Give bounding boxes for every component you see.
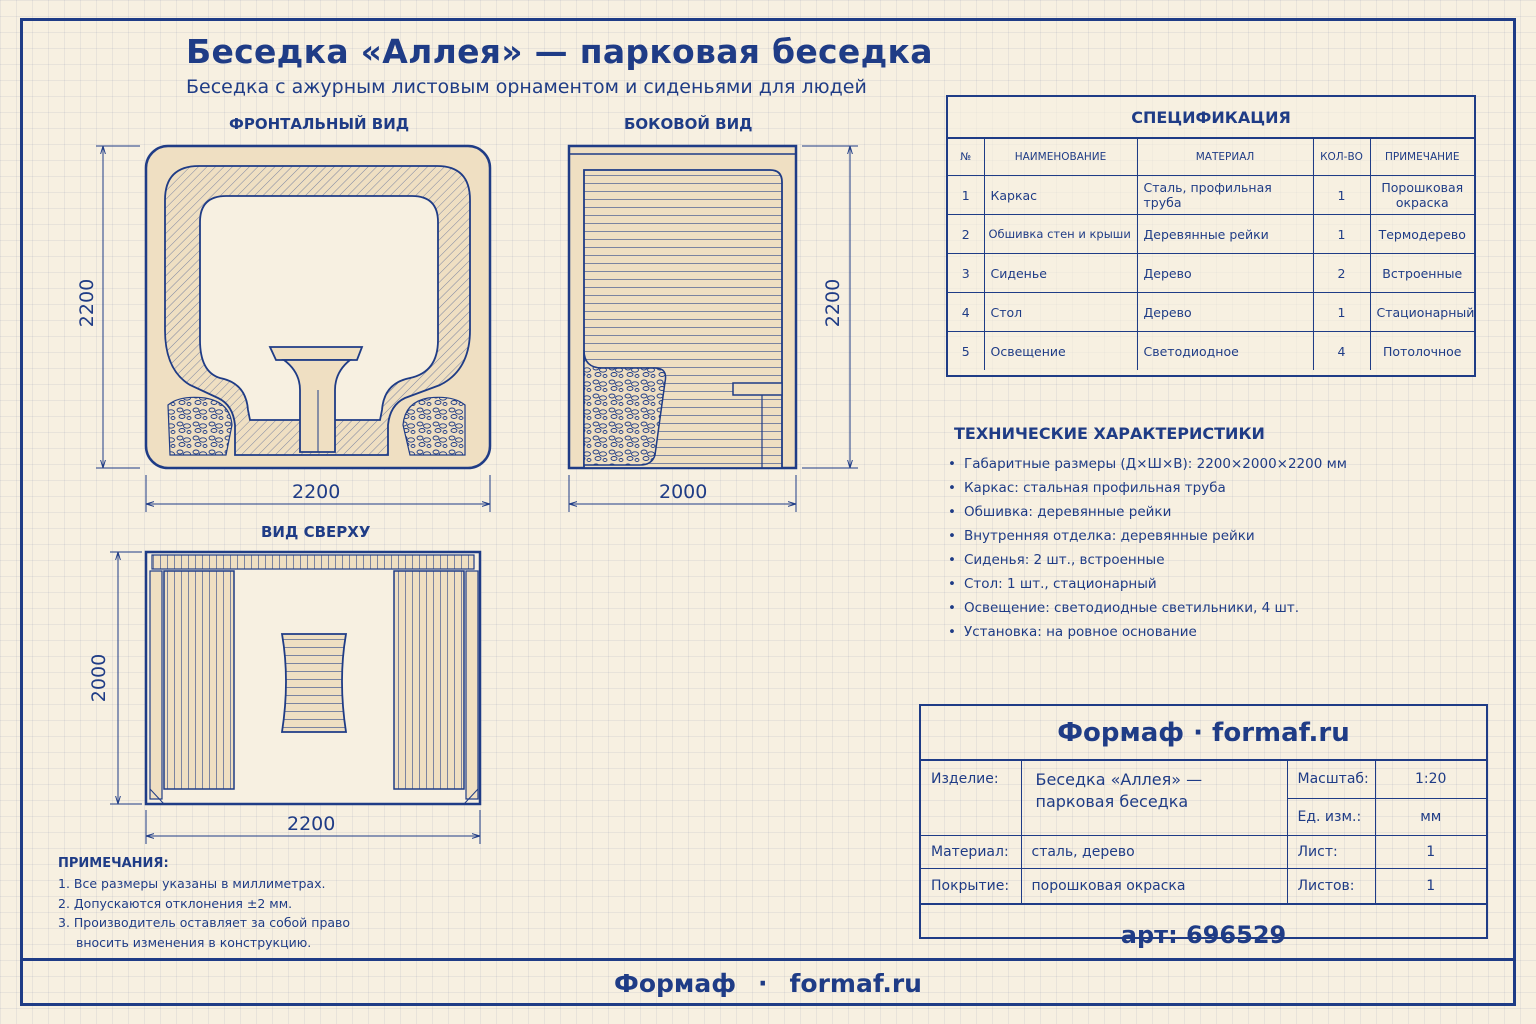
list-item: Сиденья: 2 шт., встроенные bbox=[948, 548, 1347, 572]
drawing-frame bbox=[20, 18, 1516, 1006]
table-row: 4 Стол Дерево 1 Стационарный bbox=[948, 292, 1474, 332]
spec-cell: Порошковая окраска bbox=[1369, 175, 1474, 215]
front-view-drawing bbox=[144, 144, 492, 470]
material-value: сталь, дерево bbox=[1020, 835, 1288, 869]
spec-cell: Деревянные рейки bbox=[1136, 214, 1314, 254]
spec-cell: 2 bbox=[1312, 253, 1371, 293]
footer-separator: · bbox=[758, 969, 768, 998]
note-item: 3. Производитель оставляет за собой прав… bbox=[58, 915, 351, 930]
material-label: Материал: bbox=[921, 835, 1022, 869]
scale-label: Масштаб: bbox=[1286, 760, 1376, 799]
footer-brand: Формаф · formaf.ru bbox=[20, 961, 1516, 1006]
note-item-continuation: вносить изменения в конструкцию. bbox=[76, 934, 312, 950]
specification-table: СПЕЦИФИКАЦИЯ № НАИМЕНОВАНИЕ МАТЕРИАЛ КОЛ… bbox=[946, 95, 1476, 377]
spec-cell: 1 bbox=[948, 175, 985, 215]
spec-grid: № НАИМЕНОВАНИЕ МАТЕРИАЛ КОЛ-ВО ПРИМЕЧАНИ… bbox=[948, 138, 1474, 370]
product-value: Беседка «Аллея» — парковая беседка bbox=[1020, 760, 1288, 836]
sheets-label: Листов: bbox=[1286, 868, 1376, 904]
top-view-label: ВИД СВЕРХУ bbox=[261, 523, 371, 541]
footer-site-link: formaf.ru bbox=[789, 969, 922, 998]
front-view-label: ФРОНТАЛЬНЫЙ ВИД bbox=[229, 115, 410, 133]
spec-col-header: ПРИМЕЧАНИЕ bbox=[1369, 138, 1474, 176]
spec-cell: Сиденье bbox=[983, 253, 1138, 293]
front-width-dim: 2200 bbox=[292, 481, 341, 503]
side-height-dim: 2200 bbox=[822, 278, 844, 328]
list-item: Освещение: светодиодные светильники, 4 ш… bbox=[948, 596, 1347, 620]
front-view-dimensions bbox=[96, 145, 491, 512]
side-view-drawing bbox=[567, 144, 798, 470]
page-subtitle: Беседка с ажурным листовым орнаментом и … bbox=[186, 76, 867, 98]
list-item: Обшивка: деревянные рейки bbox=[948, 500, 1347, 524]
spec-title: СПЕЦИФИКАЦИЯ bbox=[948, 97, 1474, 138]
title-block-grid: Изделие: Беседка «Аллея» — парковая бесе… bbox=[921, 760, 1486, 904]
spec-col-header: НАИМЕНОВАНИЕ bbox=[983, 138, 1138, 176]
spec-header-row: № НАИМЕНОВАНИЕ МАТЕРИАЛ КОЛ-ВО ПРИМЕЧАНИ… bbox=[948, 138, 1474, 176]
top-width-dim: 2200 bbox=[287, 813, 336, 835]
spec-col-header: № bbox=[948, 138, 985, 176]
side-width-dim: 2000 bbox=[659, 481, 708, 503]
top-view-drawing bbox=[144, 550, 482, 806]
spec-cell: Потолочное bbox=[1369, 331, 1474, 370]
spec-cell: 1 bbox=[1312, 175, 1371, 215]
top-view-dimensions bbox=[110, 551, 481, 844]
table-row: 2 Обшивка стен и крыши Деревянные рейки … bbox=[948, 214, 1474, 254]
spec-cell: 1 bbox=[1312, 292, 1371, 332]
spec-cell: 4 bbox=[1312, 331, 1371, 370]
note-item: 2. Допускаются отклонения ±2 мм. bbox=[58, 895, 293, 911]
coating-value: порошковая окраска bbox=[1020, 868, 1288, 904]
notes-block: ПРИМЕЧАНИЯ: 1. Все размеры указаны в мил… bbox=[58, 856, 350, 952]
spec-col-header: КОЛ-ВО bbox=[1312, 138, 1371, 176]
product-label: Изделие: bbox=[921, 760, 1022, 836]
spec-cell: 5 bbox=[948, 331, 985, 370]
spec-cell: Стационарный bbox=[1369, 292, 1474, 332]
spec-cell: Обшивка стен и крыши bbox=[983, 214, 1138, 254]
unit-label: Ед. изм.: bbox=[1287, 797, 1376, 836]
sheet-value: 1 bbox=[1374, 835, 1486, 869]
spec-cell: 1 bbox=[1312, 214, 1371, 254]
front-height-dim: 2200 bbox=[76, 278, 98, 328]
list-item: Стол: 1 шт., стационарный bbox=[948, 572, 1347, 596]
spec-cell: Сталь, профильная труба bbox=[1136, 175, 1314, 215]
tech-title: ТЕХНИЧЕСКИЕ ХАРАКТЕРИСТИКИ bbox=[954, 424, 1265, 443]
spec-cell: 4 bbox=[948, 292, 985, 332]
title-block-brand: Формаф · formaf.ru bbox=[921, 706, 1486, 760]
coating-label: Покрытие: bbox=[921, 868, 1022, 904]
tech-list: Габаритные размеры (Д×Ш×В): 2200×2000×22… bbox=[948, 452, 1347, 644]
spec-cell: Дерево bbox=[1136, 253, 1314, 293]
spec-cell: 3 bbox=[948, 253, 985, 293]
note-item: 1. Все размеры указаны в миллиметрах. bbox=[58, 876, 326, 891]
list-item: Габаритные размеры (Д×Ш×В): 2200×2000×22… bbox=[948, 452, 1347, 476]
list-item: Внутренняя отделка: деревянные рейки bbox=[948, 524, 1347, 548]
spec-cell: 2 bbox=[948, 214, 985, 254]
footer-divider bbox=[20, 958, 1516, 961]
list-item: Установка: на ровное основание bbox=[948, 620, 1347, 644]
spec-cell: Стол bbox=[983, 292, 1138, 332]
article-number: арт: 696529 bbox=[921, 904, 1486, 964]
side-view-dimensions bbox=[568, 145, 858, 512]
spec-cell: Светодиодное bbox=[1136, 331, 1314, 370]
spec-cell: Освещение bbox=[983, 331, 1138, 370]
spec-cell: Термодерево bbox=[1369, 214, 1474, 254]
footer-brand-name: Формаф bbox=[614, 969, 737, 998]
scale-value: 1:20 bbox=[1374, 760, 1486, 799]
spec-cell: Дерево bbox=[1136, 292, 1314, 332]
spec-cell: Каркас bbox=[983, 175, 1138, 215]
side-view-label: БОКОВОЙ ВИД bbox=[624, 115, 753, 133]
spec-cell: Встроенные bbox=[1369, 253, 1474, 293]
sheet-label: Лист: bbox=[1286, 835, 1376, 869]
table-row: 3 Сиденье Дерево 2 Встроенные bbox=[948, 253, 1474, 293]
table-row: 5 Освещение Светодиодное 4 Потолочное bbox=[948, 331, 1474, 370]
title-block: Формаф · formaf.ru Изделие: Беседка «Алл… bbox=[919, 704, 1488, 949]
top-depth-dim: 2000 bbox=[88, 653, 110, 703]
unit-value: мм bbox=[1374, 797, 1486, 836]
table-row: 1 Каркас Сталь, профильная труба 1 Порош… bbox=[948, 175, 1474, 215]
list-item: Каркас: стальная профильная труба bbox=[948, 476, 1347, 500]
spec-col-header: МАТЕРИАЛ bbox=[1136, 138, 1314, 176]
notes-title: ПРИМЕЧАНИЯ: bbox=[58, 856, 169, 871]
sheets-value: 1 bbox=[1374, 868, 1486, 904]
page-title: Беседка «Аллея» — парковая беседка bbox=[186, 32, 933, 71]
